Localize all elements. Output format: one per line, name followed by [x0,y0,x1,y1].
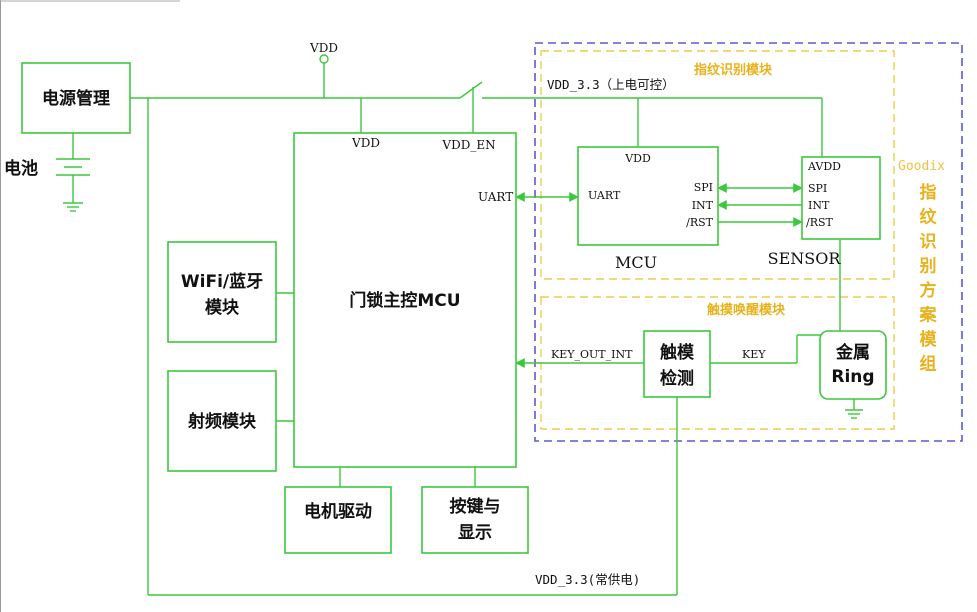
sensor-avdd-pin: AVDD [807,160,841,173]
sensor-label: SENSOR [768,249,842,268]
vdd33-always-on-net-label: VDD_3.3(常供电) [535,572,640,587]
metal-ring-block [819,330,887,400]
goodix-solution-title-char: 案 [919,305,938,326]
fingerprint-module-boundary [540,50,895,280]
goodix-solution-title-char: 模 [920,329,938,350]
wifi-bt-block [167,241,277,343]
fp-mcu-rst-pin: /RST [686,216,714,229]
metal-ring-label-line2: Ring [831,367,874,387]
touch-detect-label-line2: 检测 [660,368,694,389]
fp-mcu-spi-pin: SPI [694,181,713,194]
vdd33-controlled-net-label: VDD_3.3（上电可控） [547,77,675,92]
goodix-solution-title-char: 方 [920,280,937,301]
sensor-spi-pin: SPI [808,182,827,195]
touch-wake-module-title: 触摸唤醒模块 [706,302,786,318]
wifi-bt-label-line1: WiFi/蓝牙 [181,272,263,292]
goodix-solution-title-char: 组 [920,354,937,375]
keys-display-label-line2: 显示 [458,523,492,543]
vdd-top-net-label: VDD [309,41,338,55]
power-wiring [130,54,823,596]
sensor-block [801,156,881,240]
fp-mcu-int-pin: INT [692,199,714,212]
keys-display-block [421,486,529,554]
touch-detect-label-line1: 触模 [659,342,695,363]
fingerprint-mcu-block [577,146,719,246]
metal-ring-label-line1: 金属 [835,342,870,363]
wifi-bt-label-line2: 模块 [205,297,240,318]
fp-mcu-uart-pin: UART [588,189,621,202]
vdd-en-net-label: VDD_EN [441,138,495,152]
goodix-solution-boundary [534,42,963,442]
fingerprint-mcu-label: MCU [615,253,657,272]
sensor-int-pin: INT [808,199,830,212]
goodix-solution-title-char: 别 [919,257,937,277]
goodix-solution-title-char: 纹 [920,207,938,228]
battery-label: 电池 [4,158,38,179]
goodix-label: Goodix [898,159,945,174]
motor-driver-label: 电机驱动 [304,501,372,522]
keys-display-label-line1: 按键与 [450,496,501,517]
main-mcu-label: 门锁主控MCU [349,290,460,311]
rf-label: 射频模块 [187,411,257,432]
main-uart-label: UART [478,190,513,204]
fp-mcu-vdd-pin: VDD [624,152,651,165]
rf-block [167,370,277,472]
motor-driver-block [284,486,392,554]
key-net-label: KEY [742,348,766,361]
key-out-int-label: KEY_OUT_INT [551,348,633,361]
main-mcu-block [293,132,517,468]
power-management-block [21,62,131,134]
vdd-mcu-net-label: VDD [351,136,380,150]
sensor-rst-pin: /RST [806,216,834,229]
goodix-solution-title-char: 识 [920,232,937,252]
touch-detect-block [643,330,711,398]
battery-symbol [56,133,90,212]
goodix-solution-title-char: 指 [920,182,937,203]
power-management-label: 电源管理 [42,88,110,109]
fingerprint-module-title: 指纹识别模块 [694,62,773,78]
